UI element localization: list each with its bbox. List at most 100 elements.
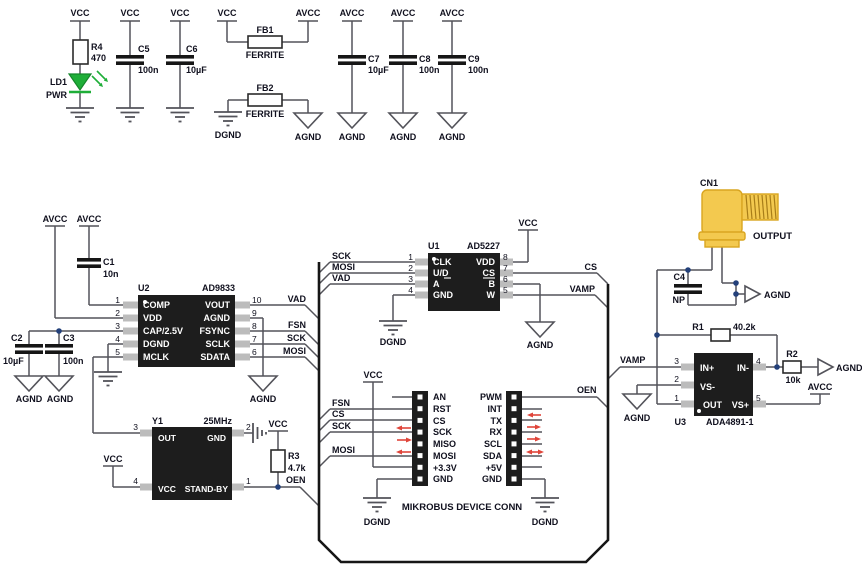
ic-pin-stubs	[123, 258, 766, 491]
u1-pin-num: 7	[503, 263, 508, 273]
y1-pin-label: GND	[207, 433, 226, 443]
u1-pin-num: 3	[408, 274, 413, 284]
ferrite-fb1-body	[247, 35, 283, 49]
value-r4: 470	[91, 53, 106, 63]
net-label-vcc: VCC	[217, 8, 237, 18]
mikrobus-pin-3v3: +3.3V	[433, 463, 457, 473]
net-label-agnd: AGND	[527, 340, 554, 350]
ref-c8: C8	[419, 54, 431, 64]
net-label-avcc: AVCC	[296, 8, 321, 18]
value-fb1: FERRITE	[246, 50, 285, 60]
u1-pin-num: 8	[503, 252, 508, 262]
ref-c3: C3	[63, 333, 75, 343]
u2-pin-label: VOUT	[205, 300, 231, 310]
net-label-avcc: AVCC	[808, 382, 833, 392]
u1-pin-label: A	[433, 279, 440, 289]
u3-pin-label: VS+	[732, 400, 749, 410]
mikrobus-pin-sda: SDA	[483, 451, 503, 461]
u1-pin-label: B	[489, 279, 496, 289]
u1-pin-label: W	[487, 290, 496, 300]
u2-pin-label: COMP	[143, 300, 170, 310]
mikrobus-pin-gnd: GND	[482, 474, 503, 484]
ic-u1-ad5227	[428, 253, 500, 311]
y1-pin-num: 4	[133, 476, 138, 486]
u3-pin-num: 5	[756, 393, 761, 403]
mikrobus-title: MIKROBUS DEVICE CONN	[402, 502, 522, 513]
u2-pin-num: 1	[115, 295, 120, 305]
ref-c4: C4	[673, 272, 685, 282]
value-c5: 100n	[138, 65, 159, 75]
mikrobus-pin-cs: CS	[433, 416, 446, 426]
u2-pin1-marker	[143, 300, 147, 304]
net-label-vcc: VCC	[120, 8, 140, 18]
net-label-sck: SCK	[332, 251, 352, 261]
value-c9: 100n	[468, 65, 489, 75]
labels: VCC VCC VCC VCC AVCC AVCC AVCC AVCC R4 4…	[3, 8, 862, 527]
net-label-cs: CS	[584, 262, 597, 272]
u1-pin-label: CLK	[433, 257, 452, 267]
net-label-vcc: VCC	[268, 419, 288, 429]
value-c2: 10µF	[3, 356, 24, 366]
ref-u2: U2	[138, 283, 150, 293]
u1-pin-label: VDD	[476, 257, 496, 267]
net-label-vcc: VCC	[70, 8, 90, 18]
mikrobus-headers	[412, 391, 522, 486]
ic-u3-ada4891	[694, 353, 753, 416]
junction-dots	[56, 267, 780, 490]
value-fb2: FERRITE	[246, 109, 285, 119]
net-label-mosi: MOSI	[332, 262, 355, 272]
value-ld1: PWR	[46, 90, 67, 100]
resistor-r3-body	[270, 449, 286, 473]
agnd-symbols	[13, 112, 835, 411]
u2-pin-num: 3	[115, 321, 120, 331]
net-label-vamp: VAMP	[620, 355, 645, 365]
net-label-agnd: AGND	[439, 132, 466, 142]
mikrobus-pin-mosi: MOSI	[433, 451, 456, 461]
ref-c9: C9	[468, 54, 480, 64]
u2-pin-label: DGND	[143, 339, 170, 349]
u2-pin-num: 4	[115, 334, 120, 344]
u2-pin-num: 6	[252, 347, 257, 357]
net-label-avcc: AVCC	[77, 214, 102, 224]
mikrobus-pin-tx: TX	[490, 416, 502, 426]
net-label-dgnd: DGND	[380, 337, 407, 347]
mikrobus-pin-rx: RX	[489, 427, 502, 437]
value-c1: 10n	[103, 269, 119, 279]
value-c6: 10µF	[186, 65, 207, 75]
net-label-agnd: AGND	[250, 394, 277, 404]
ref-u3: U3	[674, 417, 686, 427]
ref-c1: C1	[103, 257, 115, 267]
passive-bodies	[72, 35, 802, 473]
net-label-agnd: AGND	[624, 413, 651, 423]
mikrobus-pin-an: AN	[433, 392, 446, 402]
net-label-oen: OEN	[286, 475, 306, 485]
u3-pin-num: 4	[756, 356, 761, 366]
ferrite-fb2-body	[247, 93, 283, 107]
ground-symbols	[66, 107, 559, 513]
net-label-agnd: AGND	[47, 394, 74, 404]
net-label-fsn: FSN	[332, 398, 350, 408]
u3-pin-num: 2	[674, 374, 679, 384]
part-u1: AD5227	[467, 241, 500, 251]
net-label-avcc: AVCC	[340, 8, 365, 18]
ref-c2: C2	[11, 333, 23, 343]
u1-pin1-marker	[432, 257, 436, 261]
resistor-r2-body	[782, 360, 802, 374]
net-label-agnd: AGND	[16, 394, 43, 404]
u3-pin-label: IN-	[737, 363, 749, 373]
value-c7: 10µF	[368, 65, 389, 75]
u2-pin-label: AGND	[204, 313, 231, 323]
u1-pin-label: GND	[433, 290, 454, 300]
net-label-agnd: AGND	[339, 132, 366, 142]
ref-c7: C7	[368, 54, 380, 64]
y1-pin-num: 3	[133, 422, 138, 432]
net-label-dgnd: DGND	[364, 517, 391, 527]
net-label-avcc: AVCC	[43, 214, 68, 224]
u1-pin-num: 2	[408, 263, 413, 273]
resistor-r1-body	[710, 328, 731, 342]
u3-pin-num: 1	[674, 393, 679, 403]
u3-pin-label: VS-	[700, 382, 715, 392]
net-label-dgnd: DGND	[532, 517, 559, 527]
u1-pin-num: 5	[503, 285, 508, 295]
